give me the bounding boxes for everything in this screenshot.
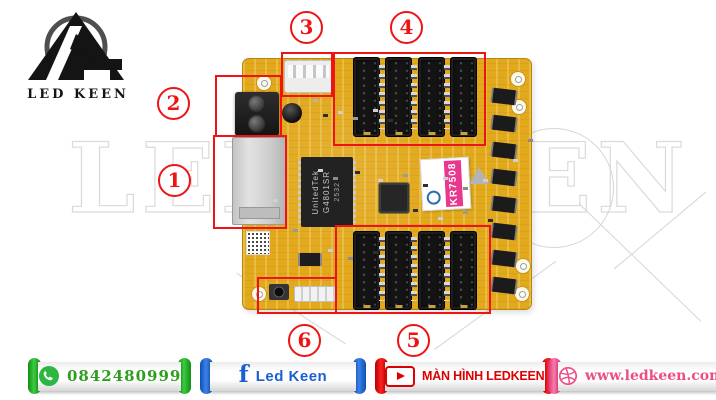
electrolytic-capacitor [282, 103, 302, 123]
ribbon-end [28, 358, 41, 394]
ribbon-band: 0842480999 [38, 361, 182, 391]
ledkeen-logo: LED KEEN [12, 4, 144, 102]
rj45-ethernet-port [232, 137, 287, 225]
whatsapp-number: 0842480999 [67, 367, 182, 385]
driver-ic [490, 87, 518, 106]
terminal-screw [248, 115, 266, 133]
hub-connector [353, 57, 380, 137]
pcb-components [411, 237, 417, 301]
ribbon-band: f Led Keen [210, 361, 356, 391]
youtube-channel-name: MÀN HÌNH LEDKEEN [422, 369, 545, 383]
callout-number-1: 1 [158, 164, 191, 197]
contact-facebook[interactable]: f Led Keen [200, 358, 366, 394]
contact-whatsapp[interactable]: 0842480999 [28, 358, 192, 394]
youtube-play-icon [385, 365, 415, 387]
hub-connector [450, 57, 477, 137]
model-label-stripe: KR7508 [443, 160, 464, 207]
pcb-components [379, 65, 385, 129]
eeprom-chip [298, 253, 322, 266]
ledkeen-logo-mark [28, 12, 124, 80]
pcb-components [379, 237, 385, 301]
hub-connector [450, 231, 477, 310]
contact-youtube[interactable]: MÀN HÌNH LEDKEEN [375, 358, 555, 394]
model-number: KR7508 [446, 161, 461, 206]
controller-pcb: UnitedTek G4801SR 2532 KR7508 [232, 57, 532, 310]
hub-connector [418, 57, 445, 137]
callout-number-3: 3 [290, 11, 323, 44]
mounting-hole [510, 71, 526, 87]
callout-number-6: 6 [288, 324, 321, 357]
ribbon-band: MÀN HÌNH LEDKEEN [385, 361, 545, 391]
ribbon-end [375, 358, 388, 394]
annotation-box-3 [281, 52, 333, 97]
main-ic-chip [378, 182, 410, 214]
ledkeen-logo-text: LED KEEN [27, 87, 129, 102]
annotation-box-2 [215, 75, 282, 137]
ribbon-end [353, 358, 366, 394]
ribbon-band: www.ledkeen.com [558, 361, 716, 391]
model-label-sticker: KR7508 [419, 156, 472, 212]
pcb-components [444, 237, 450, 301]
contact-website[interactable]: www.ledkeen.com [548, 358, 716, 394]
driver-ic [490, 249, 518, 268]
power-connector-4pin [284, 60, 333, 93]
label-brand-logo [426, 190, 442, 205]
network-transformer-chip: UnitedTek G4801SR 2532 [298, 157, 356, 227]
test-button [269, 284, 289, 300]
callout-number-4: 4 [390, 11, 423, 44]
power-connector-pins [288, 65, 329, 78]
annotation-box-4 [333, 52, 486, 146]
ribbon-end [200, 358, 213, 394]
driver-ic [490, 222, 518, 241]
chip-text: UnitedTek [311, 169, 321, 215]
facebook-f-icon: f [238, 361, 249, 388]
dribbble-ball-icon [558, 366, 578, 386]
callout-number-5: 5 [397, 324, 430, 357]
pcb-components [444, 65, 450, 129]
qr-code-sticker [246, 231, 270, 255]
annotation-box-6 [257, 277, 337, 314]
driver-ic [490, 114, 518, 133]
driver-ic [490, 168, 518, 187]
driver-ic [490, 195, 518, 214]
ribbon-end [178, 358, 192, 394]
facebook-page-name: Led Keen [255, 367, 328, 385]
ribbon-end [548, 358, 561, 394]
power-terminal-block [235, 92, 279, 136]
chip-text: G4801SR [322, 170, 332, 214]
mounting-hole [515, 258, 531, 274]
pcb-components [411, 65, 417, 129]
driver-ic [490, 141, 518, 160]
hub-connector [385, 57, 412, 137]
annotation-box-1 [213, 135, 287, 229]
pcb-components [313, 99, 318, 102]
mounting-hole [251, 286, 267, 302]
callout-number-2: 2 [157, 87, 190, 120]
esd-warning-triangle [469, 167, 489, 184]
hub-connector [353, 231, 380, 310]
annotation-box-5 [335, 225, 491, 314]
hub-connector [385, 231, 412, 310]
terminal-screw [248, 95, 266, 113]
website-url: www.ledkeen.com [585, 368, 716, 384]
driver-ic [490, 276, 518, 295]
chip-text: 2532 [333, 182, 341, 202]
whatsapp-icon [39, 366, 59, 386]
